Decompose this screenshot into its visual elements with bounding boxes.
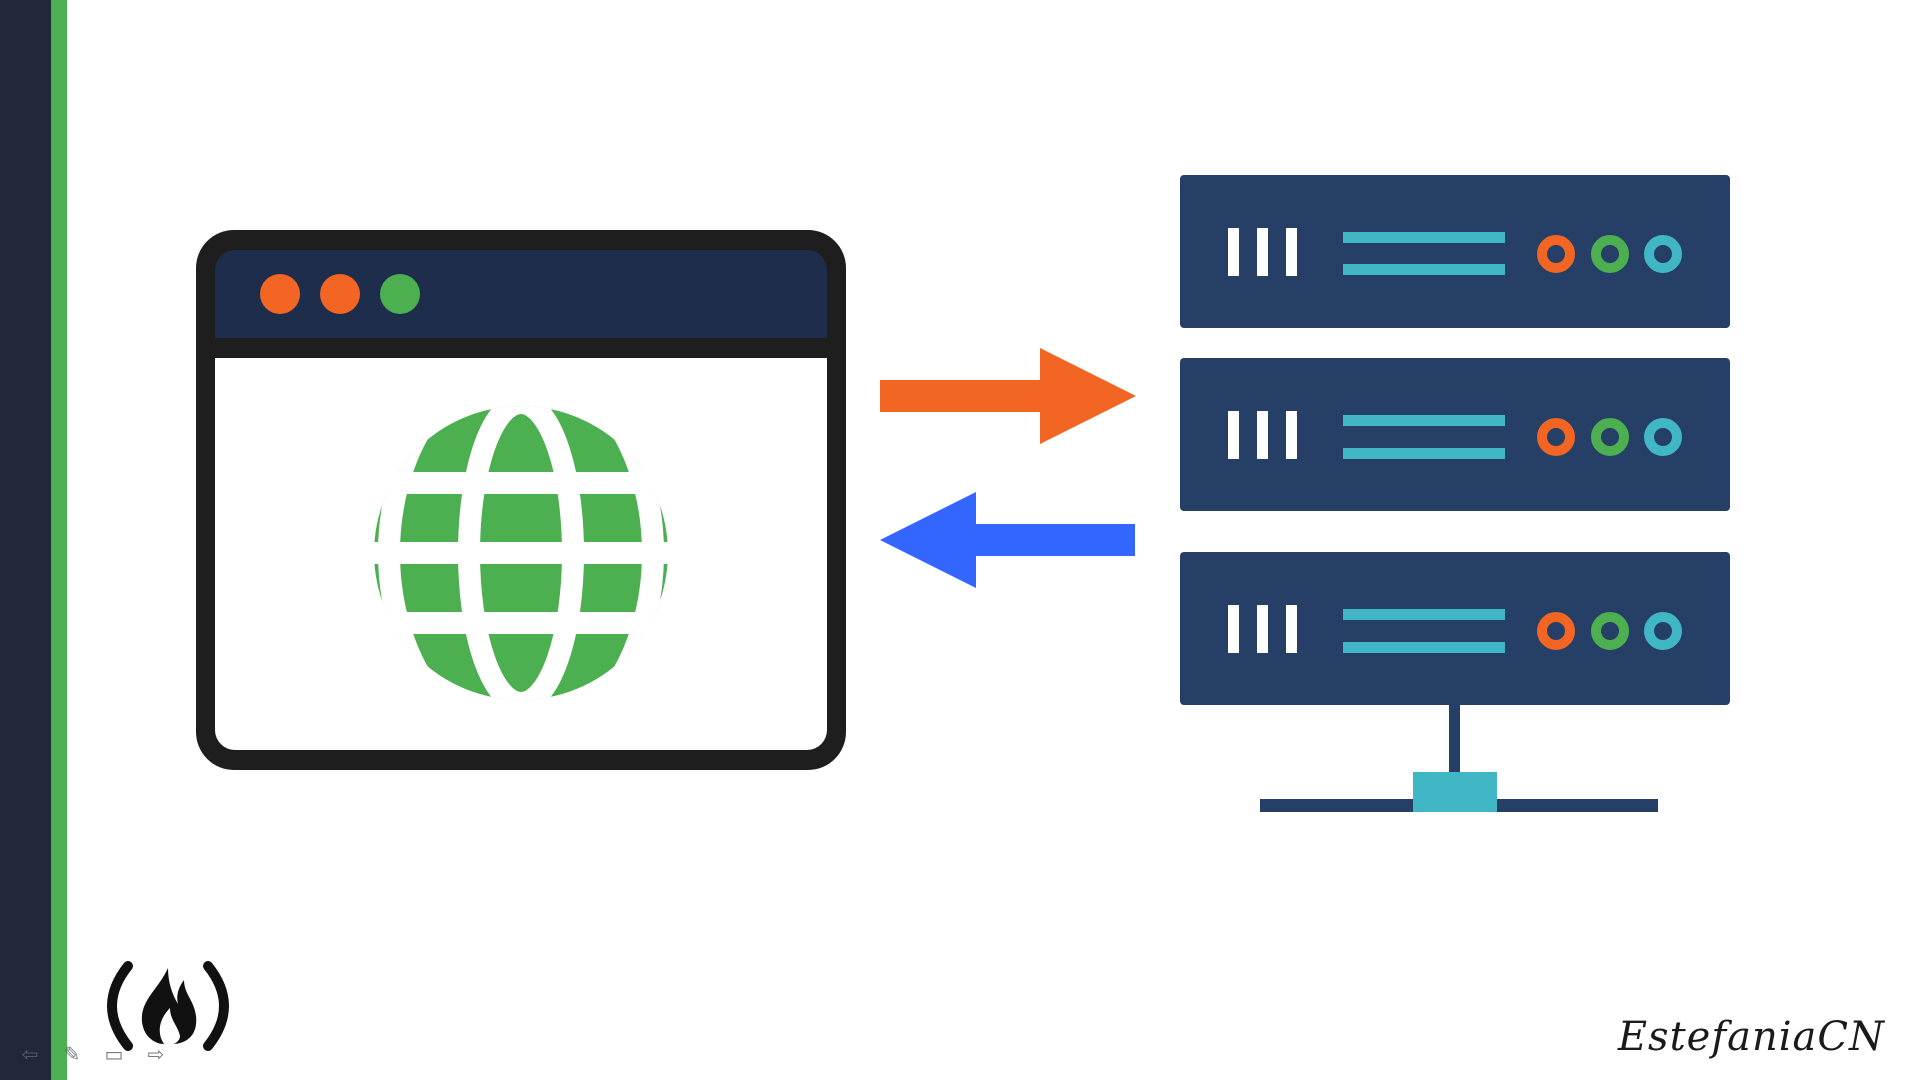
server-unit-2 — [1180, 358, 1730, 511]
led-green-icon — [1591, 418, 1629, 456]
browser-window-icon — [196, 230, 846, 770]
led-orange-icon — [1537, 612, 1575, 650]
server-unit-1 — [1180, 175, 1730, 328]
led-orange-icon — [1537, 235, 1575, 273]
led-teal-icon — [1644, 235, 1682, 273]
network-connector-icon — [1260, 705, 1658, 812]
previous-slide-button[interactable]: ⇦ — [21, 1042, 39, 1066]
globe-icon — [360, 406, 690, 700]
author-signature: EstefaniaCN — [1617, 1014, 1885, 1060]
led-green-icon — [1591, 235, 1629, 273]
left-sidebar-accent — [51, 0, 67, 1080]
led-orange-icon — [1537, 418, 1575, 456]
led-green-icon — [1591, 612, 1629, 650]
led-teal-icon — [1644, 418, 1682, 456]
response-arrow-icon — [880, 492, 1135, 588]
slide-menu-button[interactable]: ▭ — [104, 1042, 124, 1066]
led-teal-icon — [1644, 612, 1682, 650]
window-dot-1-icon — [260, 274, 300, 314]
freecodecamp-logo-icon — [107, 961, 229, 1051]
server-unit-3 — [1180, 552, 1730, 705]
window-dot-2-icon — [320, 274, 360, 314]
server-rack-icon — [1180, 175, 1730, 705]
window-dot-3-icon — [380, 274, 420, 314]
request-arrow-icon — [880, 348, 1136, 444]
browser-titlebar-fill — [215, 300, 827, 338]
left-sidebar-dark — [0, 0, 51, 1080]
next-slide-button[interactable]: ⇨ — [147, 1042, 165, 1066]
browser-content-top — [215, 358, 827, 398]
pen-tool-button[interactable]: ✎ — [63, 1042, 81, 1066]
